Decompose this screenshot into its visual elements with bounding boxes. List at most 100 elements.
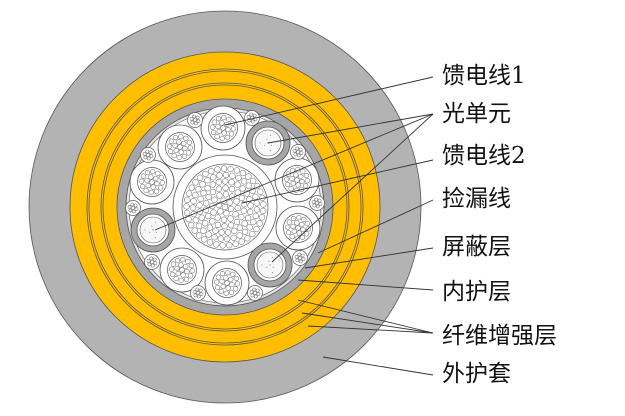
label-inner-sheath: 内护层 bbox=[442, 279, 511, 305]
feeder-wire-1-conductor-strand bbox=[229, 281, 235, 288]
drain-wire-strand bbox=[148, 150, 153, 155]
drain-wire-strand bbox=[199, 292, 204, 296]
feeder-wire-1-conductor-strand bbox=[174, 265, 180, 272]
feeder-wire-2-conductor-strand bbox=[216, 172, 223, 179]
drain-wire-strand bbox=[145, 149, 150, 154]
feeder-wire-2-conductor-strand bbox=[245, 182, 252, 189]
feeder-wire-1-conductor-strand bbox=[168, 138, 175, 144]
feeder-wire-1-conductor-strand bbox=[299, 178, 305, 185]
feeder-wire-2-conductor-strand bbox=[213, 241, 220, 248]
feeder-wire-1-conductor-strand bbox=[290, 223, 296, 230]
drain-wire-strand bbox=[143, 155, 148, 160]
feeder-wire-2-conductor-strand bbox=[221, 223, 228, 230]
feeder-wire-1-conductor-strand bbox=[233, 275, 239, 282]
drain-wire-strand bbox=[250, 293, 255, 298]
feeder-wire-2-conductor-strand bbox=[223, 210, 230, 217]
feeder-wire-1-conductor-strand bbox=[295, 225, 301, 231]
drain-wire-strand bbox=[246, 115, 251, 119]
feeder-wire-1-conductor-strand bbox=[224, 280, 230, 286]
drain-wire-strand bbox=[128, 208, 133, 213]
leader-line bbox=[297, 299, 434, 334]
drain-wire-strand bbox=[299, 151, 304, 155]
feeder-wire-1-conductor-strand bbox=[183, 263, 189, 270]
optical-fiber bbox=[272, 266, 274, 268]
leader-line bbox=[317, 199, 434, 254]
feeder-wire-1-conductor-strand bbox=[185, 150, 192, 156]
feeder-wire-1-conductor-strand bbox=[219, 120, 225, 126]
feeder-wire-2-conductor-strand bbox=[206, 239, 214, 246]
feeder-wire-2-conductor-strand bbox=[216, 192, 223, 199]
feeder-wire-2-conductor-strand bbox=[197, 195, 204, 203]
feeder-wire-2-conductor-strand bbox=[198, 214, 205, 221]
feeder-wire-2-conductor-strand bbox=[221, 203, 229, 211]
feeder-wire-1-conductor-strand bbox=[223, 275, 229, 281]
optical-fiber bbox=[266, 266, 268, 268]
drain-wire-strand bbox=[149, 256, 154, 261]
drain-wire-strand bbox=[190, 120, 195, 125]
feeder-wire-1-conductor-strand bbox=[179, 267, 185, 273]
feeder-wire-2-conductor-strand bbox=[217, 235, 224, 242]
feeder-wire-1-conductor-strand bbox=[286, 229, 292, 236]
feeder-wire-2-conductor-strand bbox=[252, 193, 259, 200]
feeder-wire-2-conductor-strand bbox=[208, 168, 215, 175]
drain-wire-strand bbox=[146, 156, 151, 161]
feeder-wire-2-conductor-strand bbox=[218, 229, 225, 236]
drain-wire-strand bbox=[301, 257, 306, 261]
feeder-wire-2-conductor-strand bbox=[209, 181, 216, 188]
feeder-wire-1-conductor-strand bbox=[295, 182, 301, 188]
feeder-wire-2-conductor-strand bbox=[226, 242, 233, 249]
feeder-wire-1-conductor-strand bbox=[189, 268, 195, 274]
drain-wire-strand bbox=[193, 118, 197, 122]
feeder-wire-1-conductor-strand bbox=[293, 172, 299, 178]
label-outer-sheath: 外护套 bbox=[442, 361, 511, 387]
feeder-wire-1-conductor-strand bbox=[302, 183, 309, 189]
feeder-wire-1-conductor-strand bbox=[221, 130, 227, 136]
feeder-wire-1-conductor-strand bbox=[181, 140, 187, 147]
drain-wire-strand bbox=[249, 290, 254, 294]
optical-fiber bbox=[269, 264, 271, 266]
drain-wire-strand bbox=[189, 117, 194, 121]
feeder-wire-1-conductor-strand bbox=[140, 173, 147, 179]
feeder-wire-1-conductor-strand bbox=[228, 276, 234, 283]
feeder-wire-1-conductor-strand bbox=[299, 234, 306, 240]
feeder-wire-1-conductor-strand bbox=[173, 275, 179, 282]
feeder-wire-1-conductor-strand bbox=[215, 123, 221, 130]
drain-wire-strand bbox=[146, 259, 151, 263]
feeder-wire-2-conductor-strand bbox=[238, 194, 246, 201]
drain-wire-strand bbox=[195, 287, 200, 292]
feeder-wire-2-conductor-strand bbox=[224, 229, 232, 236]
drain-wire-strand bbox=[195, 115, 200, 120]
feeder-wire-2-conductor-strand bbox=[202, 170, 209, 178]
drain-wire-strand bbox=[293, 152, 298, 157]
drain-wire-strand bbox=[134, 207, 139, 211]
feeder-wire-2-conductor-strand bbox=[238, 213, 245, 221]
label-shield-layer: 屏蔽层 bbox=[442, 234, 511, 260]
feeder-wire-1-conductor-strand bbox=[298, 173, 304, 180]
feeder-wire-2-conductor-strand bbox=[190, 198, 197, 205]
feeder-wire-1-conductor-strand bbox=[219, 278, 225, 285]
feeder-wire-1-conductor-strand bbox=[289, 175, 295, 182]
drain-wire-strand bbox=[252, 113, 257, 118]
feeder-wire-1-conductor-strand bbox=[219, 135, 225, 141]
feeder-wire-1-conductor-strand bbox=[144, 177, 150, 184]
feeder-wire-2-conductor-strand bbox=[227, 205, 235, 213]
feeder-wire-1-conductor-strand bbox=[183, 276, 190, 282]
drain-wire-strand bbox=[146, 153, 150, 157]
drain-wire-strand bbox=[298, 147, 303, 152]
feeder-wire-2-conductor-strand bbox=[214, 166, 221, 173]
feeder-wire-1-conductor-strand bbox=[153, 188, 160, 194]
feeder-wire-1-conductor-strand bbox=[216, 128, 222, 135]
feeder-wire-1-conductor-strand bbox=[158, 174, 164, 181]
feeder-wire-1-conductor-strand bbox=[225, 285, 231, 291]
feeder-wire-1-conductor-strand bbox=[300, 168, 306, 175]
feeder-wire-2-conductor-strand bbox=[184, 196, 191, 204]
feeder-wire-2-conductor-strand bbox=[253, 206, 261, 213]
drain-wire-strand bbox=[153, 261, 158, 265]
feeder-wire-1-conductor-strand bbox=[172, 135, 179, 141]
feeder-wire-2-conductor-strand bbox=[258, 214, 266, 221]
feeder-wire-2-conductor-strand bbox=[217, 208, 224, 215]
optical-fiber bbox=[271, 272, 274, 274]
leader-line bbox=[271, 113, 434, 263]
feeder-wire-1-conductor-strand bbox=[173, 147, 179, 154]
drain-wire-strand bbox=[296, 150, 300, 154]
